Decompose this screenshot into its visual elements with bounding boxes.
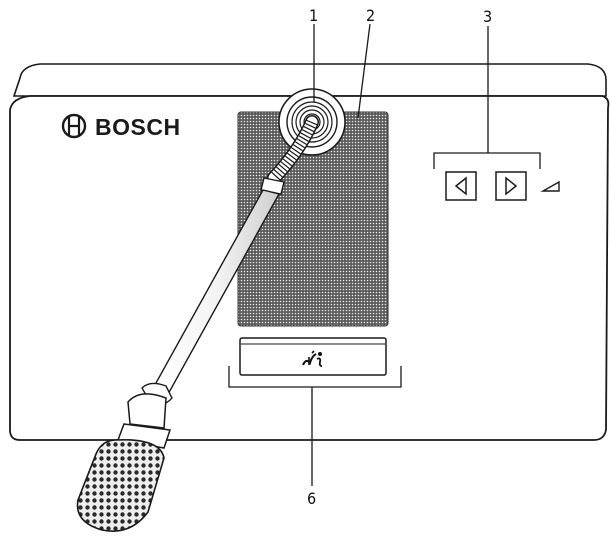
microphone-gooseneck <box>149 115 319 397</box>
microphone-grille <box>76 439 165 532</box>
housing-top-edge <box>12 63 607 97</box>
microphone-head <box>76 382 173 532</box>
callout-6: 6 <box>307 489 316 508</box>
brand-name: BOSCH <box>95 114 181 140</box>
volume-up-button[interactable] <box>495 171 527 201</box>
triangle-left-icon <box>454 176 467 196</box>
request-to-speak-button[interactable] <box>239 337 387 376</box>
bosch-logo: BOSCH <box>61 113 181 140</box>
callout-3: 3 <box>483 7 492 26</box>
volume-down-button[interactable] <box>445 171 477 201</box>
triangle-right-icon <box>505 176 518 196</box>
callout-2: 2 <box>366 6 375 25</box>
speaker-person-icon <box>302 350 323 367</box>
volume-wedge-icon <box>540 180 560 192</box>
volume-buttons <box>445 171 560 201</box>
callout-leaders <box>228 23 541 486</box>
callout-1: 1 <box>309 6 318 25</box>
bosch-armature-logo-icon <box>61 113 87 139</box>
